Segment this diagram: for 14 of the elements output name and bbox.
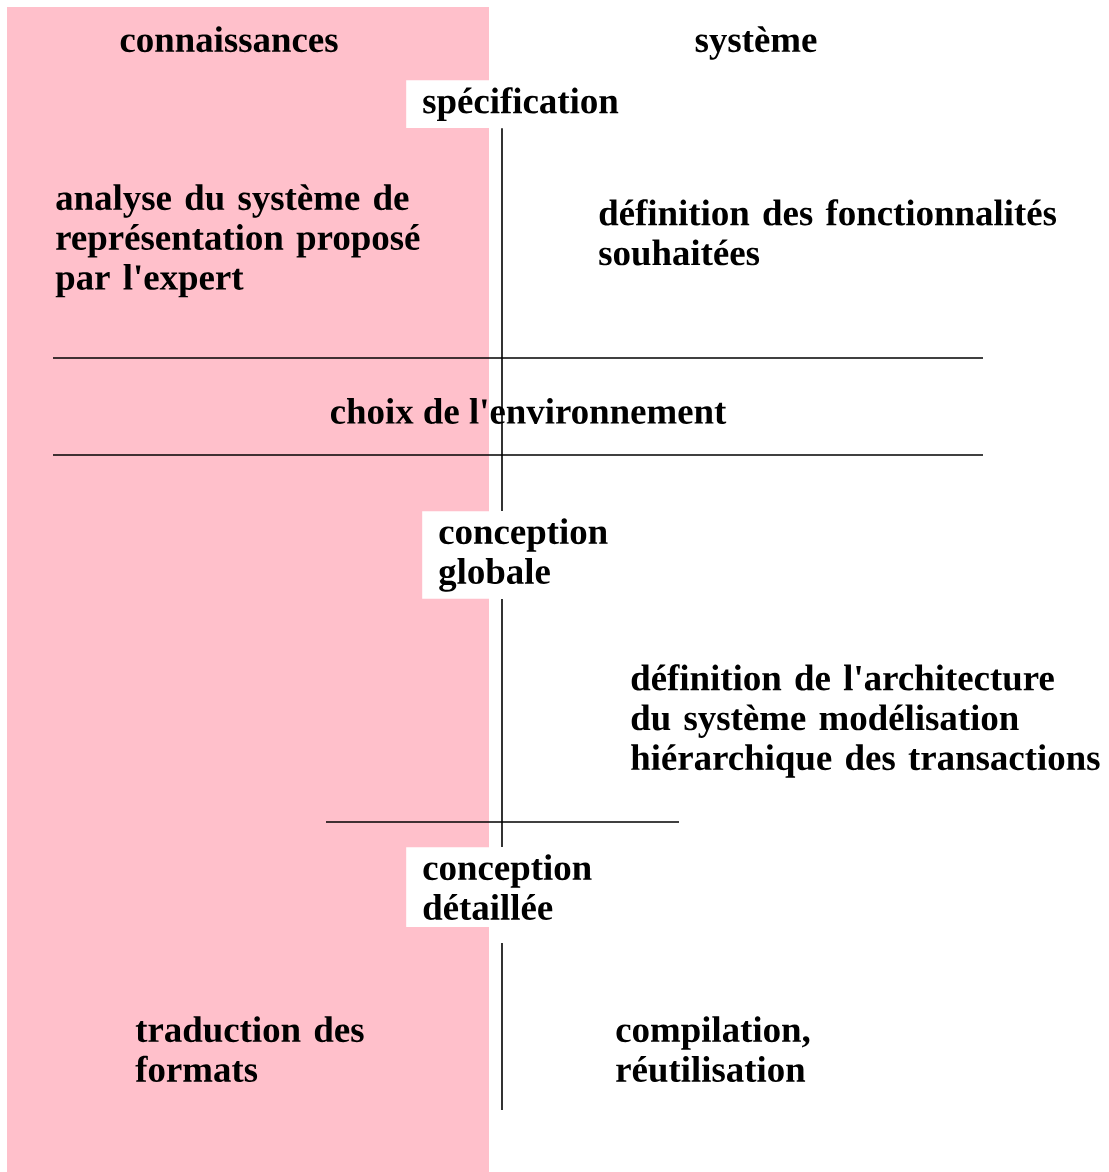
text-label: compilation, réutilisation — [616, 1016, 810, 1083]
text-label: analyse du système de représentation proposé par l'expert — [55, 184, 420, 298]
phase-box: spécification — [406, 80, 635, 128]
text-label: définition de l'architecture du système modélisation hiérarchique des transactions — [631, 664, 1100, 778]
node-label: spécification — [423, 87, 619, 122]
node-label: conception détaillée — [423, 854, 592, 920]
text-label: système — [695, 26, 817, 60]
connector-line — [501, 127, 503, 512]
phase-box: conception détaillée — [406, 847, 617, 927]
phase-box: conception globale — [422, 511, 633, 599]
text-label: définition des fonctionnalités souhaitées — [599, 199, 1057, 266]
connector-line — [501, 598, 503, 848]
node-label: conception globale — [439, 518, 608, 592]
text-label: traduction des formats — [135, 1016, 364, 1082]
